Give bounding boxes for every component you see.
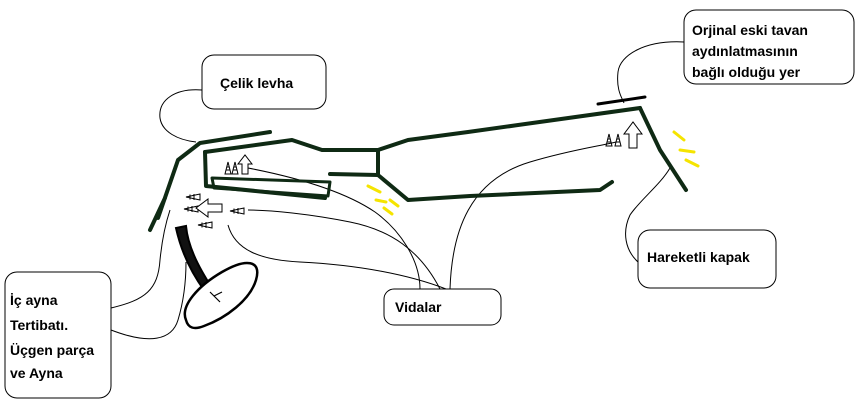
connector-vidalar-4 — [449, 141, 617, 290]
svg-text:İç ayna: İç ayna — [10, 292, 58, 308]
svg-text:Tertibatı.: Tertibatı. — [10, 317, 68, 333]
svg-text:ve Ayna: ve Ayna — [10, 365, 63, 381]
highlight-mark — [366, 184, 382, 194]
connector-celik-levha — [159, 89, 203, 143]
callout-text-line: Orjinal eski tavan — [692, 22, 808, 38]
highlight-mark — [388, 198, 400, 208]
original-ceiling-mount — [596, 95, 647, 106]
highlight-mark — [382, 206, 394, 216]
mirror-icon — [183, 261, 259, 330]
callout-text-line: Hareketli kapak — [647, 249, 750, 265]
connector-vidalar-3 — [227, 224, 447, 290]
connector-ic-ayna — [110, 209, 171, 309]
connector-vidalar-2 — [247, 209, 441, 290]
screws — [183, 133, 622, 229]
steel-plate — [148, 130, 272, 232]
highlight-mark — [672, 130, 686, 142]
callout-text-line: ve Ayna — [10, 365, 63, 381]
svg-text:Hareketli kapak: Hareketli kapak — [647, 249, 750, 265]
connector-vidalar-1 — [247, 167, 421, 290]
frame-upper-edge — [203, 106, 642, 154]
connector-lines — [110, 41, 685, 340]
screw-icon — [224, 161, 232, 175]
up-arrow-icon — [236, 154, 254, 175]
screw-icon — [614, 133, 622, 147]
inner-rail-outline — [210, 176, 332, 198]
callout-box — [683, 9, 855, 85]
connector-orjinal-tavan — [617, 41, 685, 104]
connector-ic-ayna-2 — [110, 261, 187, 340]
callout-text-line: Tertibatı. — [10, 317, 68, 333]
highlight-mark — [678, 148, 696, 154]
connector-hareketli-kapak — [625, 167, 671, 263]
screw-icon — [185, 193, 201, 201]
screw-icon — [183, 205, 199, 213]
ceiling-frame — [148, 95, 688, 232]
callout-text-line: aydınlatmasının — [692, 43, 798, 59]
svg-text:Orjinal eski tavan: Orjinal eski tavan — [692, 22, 808, 38]
screw-icon — [231, 161, 239, 175]
callout-celik-levha: Çelik levha — [201, 54, 327, 110]
mirror-assembly — [174, 224, 259, 330]
callout-ic-ayna: İç ayna Tertibatı. Üçgen parça ve Ayna — [4, 271, 112, 399]
svg-text:Üçgen parça: Üçgen parça — [10, 342, 94, 358]
screw-icon — [605, 133, 613, 147]
callout-box — [383, 288, 502, 326]
highlight-mark — [684, 158, 700, 168]
up-arrow-icon — [623, 121, 643, 149]
callout-vidalar: Vidalar — [383, 288, 502, 326]
frame-middle-bar — [328, 172, 380, 177]
callout-text-line: Çelik levha — [220, 75, 293, 91]
moving-cover — [638, 106, 688, 192]
highlight-marks — [366, 130, 700, 216]
mirror-mount-mark — [209, 291, 223, 303]
svg-text:aydınlatmasının: aydınlatmasının — [692, 43, 798, 59]
callout-box — [4, 271, 112, 399]
screw-icon — [229, 207, 245, 215]
screw-icon — [197, 221, 213, 229]
callout-text-line: Üçgen parça — [10, 342, 94, 358]
svg-text:Vidalar: Vidalar — [395, 299, 442, 315]
callout-hareketli-kapak: Hareketli kapak — [637, 229, 777, 289]
callout-box — [637, 229, 777, 289]
frame-center-post — [376, 148, 614, 202]
callout-text-line: İç ayna — [10, 292, 58, 308]
callout-box — [201, 54, 327, 110]
callout-text-line: bağlı olduğu yer — [692, 64, 801, 80]
svg-text:bağlı olduğu yer: bağlı olduğu yer — [692, 64, 801, 80]
svg-text:Çelik levha: Çelik levha — [220, 75, 293, 91]
left-arrow-icon — [195, 198, 223, 218]
callout-text-line: Vidalar — [395, 299, 442, 315]
inner-rail — [210, 176, 332, 198]
highlight-mark — [374, 198, 388, 204]
callout-orjinal-tavan: Orjinal eski tavan aydınlatmasının bağlı… — [683, 9, 855, 85]
arrows — [195, 121, 643, 218]
